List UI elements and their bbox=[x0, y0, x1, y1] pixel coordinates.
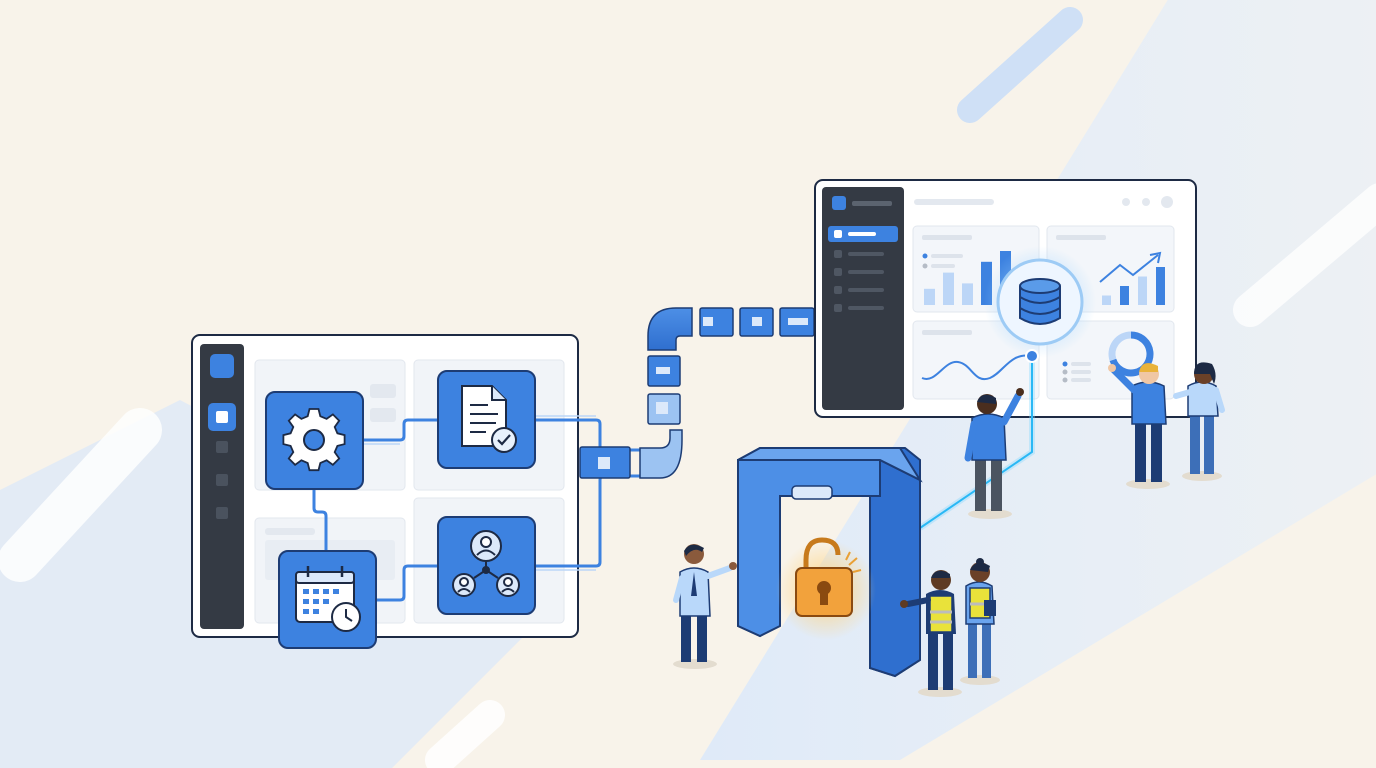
team-tile[interactable] bbox=[437, 516, 536, 615]
app-logo-icon bbox=[210, 354, 234, 378]
chart-bar bbox=[1156, 267, 1165, 305]
gear-icon bbox=[282, 408, 346, 472]
gear-tile[interactable] bbox=[265, 391, 364, 490]
line-chart-wave bbox=[921, 354, 1033, 381]
document-check-icon bbox=[461, 385, 517, 453]
chart-bar bbox=[1102, 295, 1111, 305]
window-control[interactable] bbox=[1122, 198, 1130, 206]
chart-bar bbox=[943, 272, 954, 305]
chart-bar bbox=[981, 261, 992, 305]
secure-connection-line bbox=[918, 349, 1039, 531]
database-node bbox=[984, 246, 1096, 358]
dashboard-logo-icon bbox=[832, 196, 846, 210]
dashboard-sidebar bbox=[822, 187, 904, 410]
donut-slice bbox=[1108, 331, 1132, 361]
bg-pill-1 bbox=[957, 7, 1083, 123]
trend-arrow bbox=[1099, 254, 1159, 283]
person-worker-clipboard bbox=[960, 558, 1000, 685]
chart-bar bbox=[924, 288, 935, 305]
document-tile[interactable] bbox=[437, 370, 536, 469]
workflow-sidebar bbox=[200, 344, 244, 629]
bg-pill-3 bbox=[0, 408, 162, 582]
sidebar-nav-item[interactable] bbox=[216, 441, 228, 453]
team-network-icon bbox=[452, 530, 520, 597]
unlocked-padlock-icon bbox=[795, 537, 862, 617]
chart-bar bbox=[1138, 276, 1147, 305]
bg-pill-2 bbox=[1233, 183, 1376, 327]
chart-bar bbox=[962, 283, 973, 305]
person-worker-vest bbox=[900, 570, 962, 697]
person-colleague bbox=[1173, 362, 1225, 481]
security-gateway bbox=[737, 447, 923, 678]
person-presenter bbox=[673, 544, 737, 669]
bar-chart-right bbox=[1102, 267, 1165, 305]
person-manager bbox=[1108, 363, 1170, 489]
bg-pill-4 bbox=[425, 700, 505, 768]
data-pipeline bbox=[579, 307, 815, 479]
calendar-clock-icon bbox=[295, 566, 361, 632]
calendar-tile[interactable] bbox=[278, 550, 377, 649]
chart-bar bbox=[1120, 286, 1129, 305]
sidebar-nav-item[interactable] bbox=[216, 507, 228, 519]
database-icon bbox=[1019, 278, 1061, 325]
sidebar-nav-item[interactable] bbox=[216, 474, 228, 486]
profile-avatar[interactable] bbox=[1161, 196, 1173, 208]
workflow-window bbox=[191, 334, 640, 649]
window-control[interactable] bbox=[1142, 198, 1150, 206]
person-analyst bbox=[964, 388, 1024, 519]
